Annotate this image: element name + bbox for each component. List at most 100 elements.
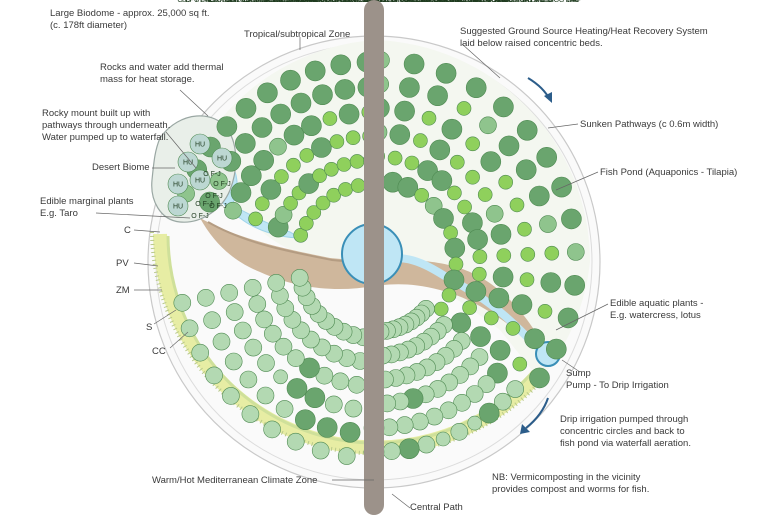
plant-code: AC [296, 0, 306, 4]
plant-circle [235, 98, 257, 119]
plant-marker: PV [380, 0, 399, 437]
plant-marker: MO [471, 0, 487, 282]
plant-circle [239, 370, 258, 389]
plant-circle [257, 354, 275, 372]
plant-code: CH [449, 0, 459, 4]
plant-code: CS [380, 0, 390, 4]
plant-marker: CA [498, 0, 514, 190]
plant-code: CA [332, 0, 342, 4]
plant-code: CA [301, 0, 311, 4]
plant-circle [536, 147, 558, 168]
plant-code: MM [317, 0, 329, 4]
label-drip-2: concentric circles and back to [560, 426, 685, 437]
plant-code: CJ [210, 0, 219, 4]
plant-marker: GM [311, 0, 332, 158]
plant-marker: HU [189, 133, 211, 155]
plant-circle [273, 369, 288, 385]
plant-code: PV [378, 0, 388, 4]
plant-circle [337, 447, 356, 465]
plant-code: TI [411, 0, 417, 4]
plant-code: O [434, 0, 440, 4]
plant-circle [304, 387, 326, 409]
plant-circle [347, 375, 366, 394]
plant-code: O [467, 0, 473, 4]
label-c: C [124, 225, 131, 236]
plant-code: CS [382, 0, 392, 4]
plant-circle [274, 169, 289, 184]
plant-marker: AC [293, 0, 309, 243]
plant-code: OE [439, 0, 449, 4]
plant-circle [394, 100, 415, 122]
plant-circle [417, 160, 438, 181]
plant-code: O [319, 0, 325, 4]
plant-circle [545, 338, 567, 360]
plant-code: CA [286, 0, 296, 4]
plant-marker: TI [465, 0, 487, 302]
plant-marker: DP [505, 0, 521, 336]
plant-circle [286, 432, 305, 451]
plant-circle [197, 288, 215, 307]
plant-code: CE [325, 0, 335, 4]
plant-code: PP [342, 0, 352, 4]
plant-circle [414, 188, 430, 203]
plant-circle [520, 247, 536, 262]
label-central-path: Central Path [410, 502, 463, 513]
plant-marker: CA [329, 0, 345, 149]
label-fish-pond: Fish Pond (Aquaponics - Tilapia) [600, 167, 737, 178]
plant-marker: CE [519, 0, 535, 288]
plant-code: DP [460, 0, 470, 4]
plant-circle [448, 256, 464, 272]
plant-marker: CE [273, 0, 288, 385]
label-heating-2: laid below raised concentric beds. [460, 38, 603, 49]
plant-circle [483, 310, 499, 326]
plant-marker: OE [263, 0, 282, 343]
central-path [364, 0, 384, 515]
plant-code: CE [446, 0, 456, 4]
plant-code: OE [433, 0, 443, 4]
plant-circle [324, 395, 343, 414]
plant-code: PP [395, 0, 405, 4]
plant-circle [516, 120, 538, 141]
plant-marker: CA [462, 0, 477, 316]
plant-marker: CS [453, 0, 471, 412]
plant-code: CP [291, 0, 301, 4]
plant-circle [316, 417, 338, 438]
plant-marker: CA [517, 0, 532, 237]
plant-circle [173, 293, 192, 312]
plant-marker: AO [290, 0, 312, 114]
plant-code: AO [534, 0, 545, 4]
plant-circle [191, 343, 209, 362]
plant-code: CS [415, 0, 425, 4]
plant-code: PD [316, 0, 326, 4]
plant-code: A [348, 0, 353, 4]
plant-code: O [240, 0, 246, 4]
plant-circle [395, 416, 414, 434]
plant-marker: PG [244, 0, 263, 357]
desert-small-plant: O F-J [209, 203, 227, 210]
plant-marker: MM [338, 0, 360, 125]
plant-marker: MM [561, 0, 582, 230]
plant-marker: C [478, 0, 500, 424]
plant-code: MM [494, 0, 506, 4]
plant-circle [312, 168, 327, 183]
plant-marker: EJ [216, 0, 238, 137]
plant-marker: C [304, 0, 326, 409]
plant-marker: OE [212, 0, 231, 351]
flow-arrow-bottom [525, 397, 549, 429]
plant-code: VP [288, 0, 298, 4]
plant-marker: L [470, 0, 491, 347]
plant-circle [477, 187, 493, 202]
plant-code: C [312, 0, 317, 4]
plant-circle [496, 248, 512, 263]
plant-code: MM [245, 0, 257, 4]
plant-circle [517, 221, 532, 237]
plant-marker: MM [492, 0, 514, 288]
plant-code: PD [280, 0, 290, 4]
plant-code: DP [277, 0, 287, 4]
plant-code: A [295, 0, 300, 4]
plant-marker: A [286, 0, 308, 399]
plant-code: OE [403, 0, 413, 4]
plant-marker: CP [239, 0, 258, 389]
label-tropical-zone: Tropical/subtropical Zone [244, 29, 350, 40]
